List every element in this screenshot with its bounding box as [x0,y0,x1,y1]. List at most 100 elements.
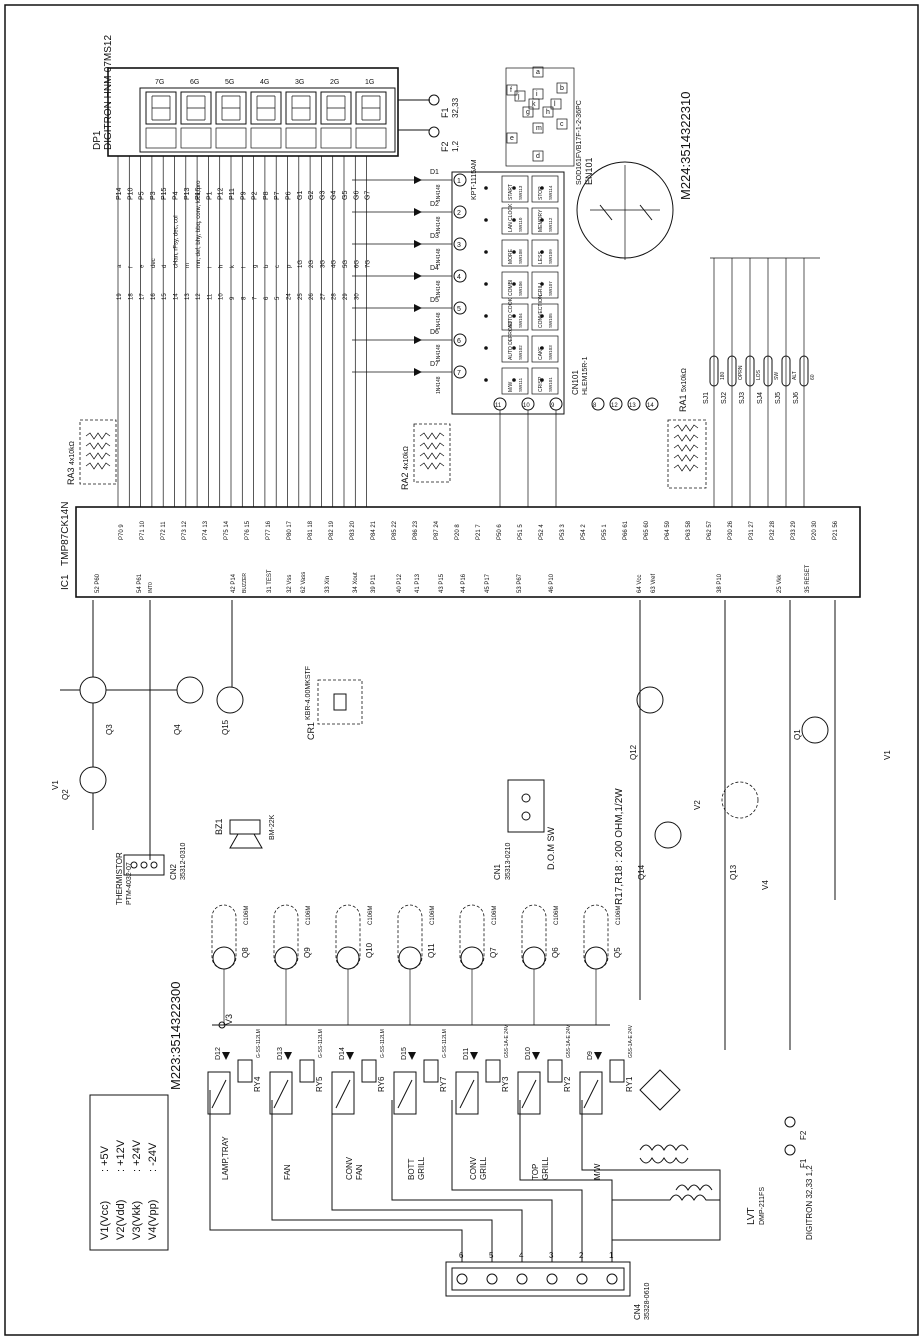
mcu-top-pin: P72 11 [161,521,167,540]
array-resistor [85,452,111,460]
mcu-top-pin: P63 58 [686,520,692,540]
segment-letter: c [560,121,564,128]
display-pin-name: P11 [229,188,236,200]
display-pin-number: 26 [309,293,315,300]
q15-label: Q15 [221,719,230,735]
display-pin-number: 18 [128,293,134,300]
diode-symbol [414,176,422,184]
array-resistor [419,462,445,470]
diode-label: D4 [430,265,439,272]
flyback-diode [284,1052,292,1060]
keypad-row-pin [453,301,467,315]
display-pin-function: mn, def, bhy, bbq, conv, lock, pro [196,180,202,268]
display-pin-function: i [207,267,213,268]
legend-voltage-value: : -24V [147,1142,159,1172]
vfd-symbol-cell [250,127,282,149]
mcu-top-pin: P77 16 [266,520,272,540]
display-pin-number: 30 [354,293,360,300]
buzzer-part: BM-22K [269,814,276,840]
flyback-diode [222,1052,230,1060]
mcu-bottom-pin: 32 Vss [287,575,293,593]
driver-ref: Q8 [241,947,250,958]
display-pin-function: k [230,264,236,268]
keypad-row-number: 4 [457,274,461,281]
display-pin-number: 24 [287,293,293,300]
mcu-top-pin: P85 22 [392,520,398,540]
cn1-part: 35313-0210 [505,843,512,880]
keypad-row-pin [453,237,467,251]
vfd-grid-label: 3G [295,79,304,86]
mcu-bottom-pin: 35 RESET [805,564,811,593]
relay-load-label: LAMP,TRAY [221,1136,230,1180]
mcu-bottom-pin: 41 P13 [415,573,421,593]
resistor-array-ra2: RA2 4x10kΩ [400,423,451,490]
jumper-symbol [781,355,791,387]
relay-contact-box [207,1071,231,1115]
keypad-key [531,175,559,203]
driver-ref: Q7 [489,947,498,958]
buzzer-bz1: BZ1 BM-22K Q15 [214,600,276,849]
mcu-top-pin: P74 13 [203,520,209,540]
vfd-symbol-cell [145,127,177,149]
mcu-top-pin: P55 1 [602,524,608,540]
keypad-key [531,239,559,267]
mcu-bottom-pin: 64 Vcc [637,575,643,593]
mcu-top-pin: P76 15 [245,520,251,540]
relay-contact-box [579,1071,603,1115]
sheet-border [4,4,919,1336]
keypad-key-label: MEMORY [538,209,544,232]
relay-diode-ref: D13 [277,1047,284,1060]
display-pin-number: 12 [196,293,202,300]
relay-diode-ref: D9 [587,1051,594,1060]
driver-ref: Q5 [613,947,622,958]
vfd-grid-label: 2G [330,79,339,86]
cn4-pin [546,1273,558,1285]
vfd-grid-label: 5G [225,79,234,86]
keypad-col-number: 12 [611,403,618,409]
mcu-top-pin: P53 3 [560,524,566,540]
keypad-key-label: AUTO COOK [508,297,514,328]
keypad-row-pin [453,269,467,283]
jumper-symbol [799,355,809,387]
diode-symbol [414,368,422,376]
keypad-col-number: 8 [593,403,597,409]
keypad-key [501,303,529,331]
diode-part: 1N4148 [436,184,442,202]
v1-left-label: V1 [51,780,60,790]
keypad-switch-id: SW108 [518,249,523,264]
display-pin-name: P2 [252,191,259,200]
mcu-top-pin: P84 21 [371,520,377,540]
mcu-top-pin: P86 23 [413,520,419,540]
ra2-value: 4x10kΩ [403,446,410,470]
driver-part: C106M [368,906,374,925]
mcu-top-pin: P32 28 [770,520,776,540]
keypad-key [501,207,529,235]
driver-ref: Q10 [365,942,374,958]
display-pin-name: G1 [297,191,304,200]
legend-voltage-name: V2(Vdd) [115,1200,127,1240]
keypad-row-number: 3 [457,242,461,249]
keypad-key-label: STOP [538,186,544,200]
relay-ref: RY4 [253,1076,262,1092]
v2-label: V2 [693,800,702,810]
keypad-switch-id: SW112 [548,217,553,232]
diode-label: D1 [430,169,439,176]
cn4-ref: CN4 [633,1303,642,1320]
keypad-row-number: 2 [457,210,461,217]
mcu-bottom-pin: 31 TEST [267,569,273,593]
mcu-bottom-pin: 34 Xout [353,572,359,593]
driver-ref: Q6 [551,947,560,958]
display-pin-function: 6G [354,260,360,268]
diode-label: D2 [430,201,439,208]
display-pin-name: P14 [116,187,123,200]
display-pin-number: 6 [264,296,270,300]
jumper-option: LOS [756,369,762,380]
segment-key-cell [532,66,544,78]
keypad-key-label: CRISP [538,376,544,392]
relay-bank: D12RY4G-SS-112LMLAMP,TRAYD13RY5G-SS-112L… [207,1024,634,1180]
cr1-part: KBR-4.00MKSTF [305,666,312,720]
segment-key-cell [506,84,518,96]
diode-symbol [414,304,422,312]
thermistor-section: THERMISTOR PTM-4032-07 CN2 35312-0310 Q2… [51,600,204,905]
mcu-bottom-pin: 38 P10 [717,573,723,593]
